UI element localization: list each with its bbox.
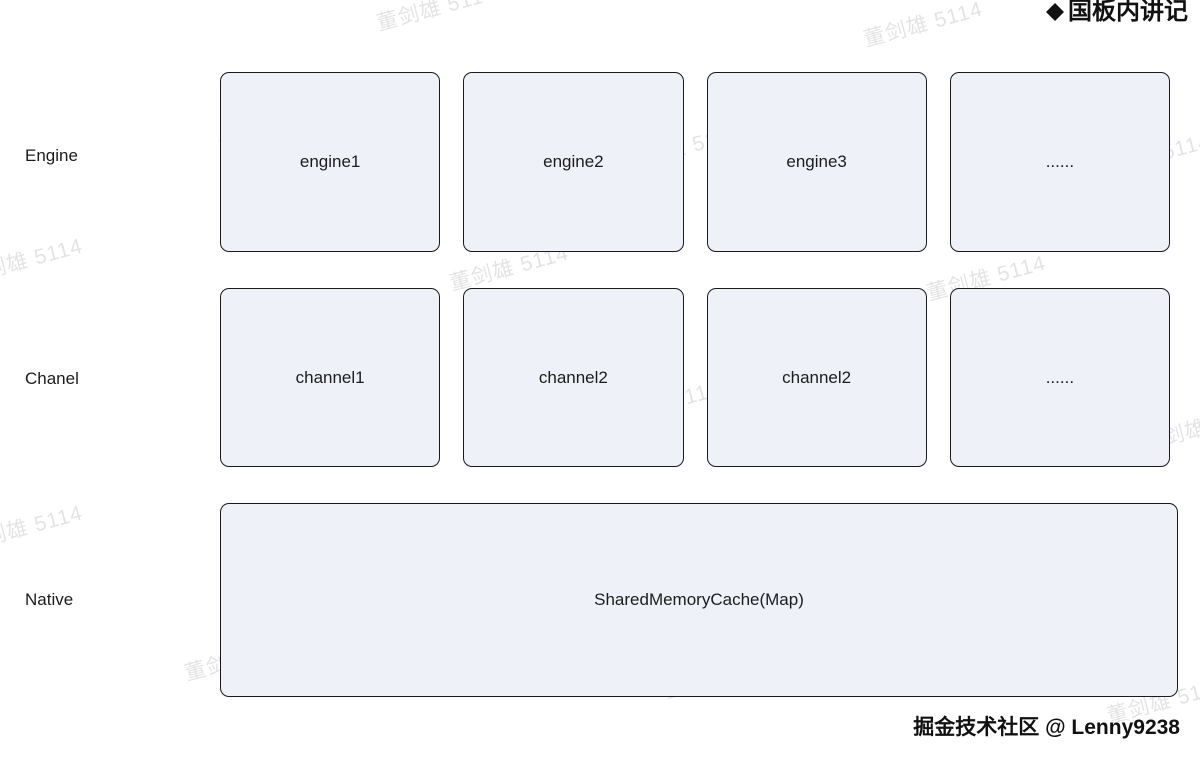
engine1-box: engine1 (220, 72, 441, 252)
shared-memory-cache-box: SharedMemoryCache(Map) (220, 503, 1178, 697)
watermark-text: 董剑雄 5114 (861, 0, 986, 52)
watermark-text: 董剑雄 5114 (374, 0, 499, 36)
diamond-icon (1046, 3, 1064, 21)
community-credit: 掘金技术社区 @ Lenny9238 (913, 716, 1180, 739)
engine3-box: engine3 (706, 72, 927, 252)
channel-ellipsis-box: ...... (949, 288, 1170, 467)
channel-row: channel1 channel2 channel2 ...... (220, 288, 1170, 467)
watermark-text: 董剑雄 5114 (0, 501, 86, 556)
row-label-native: Native (25, 590, 74, 609)
channel3-box: channel2 (706, 288, 927, 467)
engine-row: engine1 engine2 engine3 ...... (220, 72, 1170, 252)
engine-ellipsis-box: ...... (949, 72, 1170, 252)
partial-page-title: 国板内讲记 (1046, 0, 1188, 26)
channel2-box: channel2 (463, 288, 684, 467)
row-label-chanel: Chanel (25, 369, 79, 388)
watermark-text: 董剑雄 5114 (0, 234, 86, 289)
channel1-box: channel1 (220, 288, 441, 467)
partial-page-title-text: 国板内讲记 (1068, 0, 1188, 25)
engine2-box: engine2 (463, 72, 684, 252)
row-label-engine: Engine (25, 146, 78, 165)
